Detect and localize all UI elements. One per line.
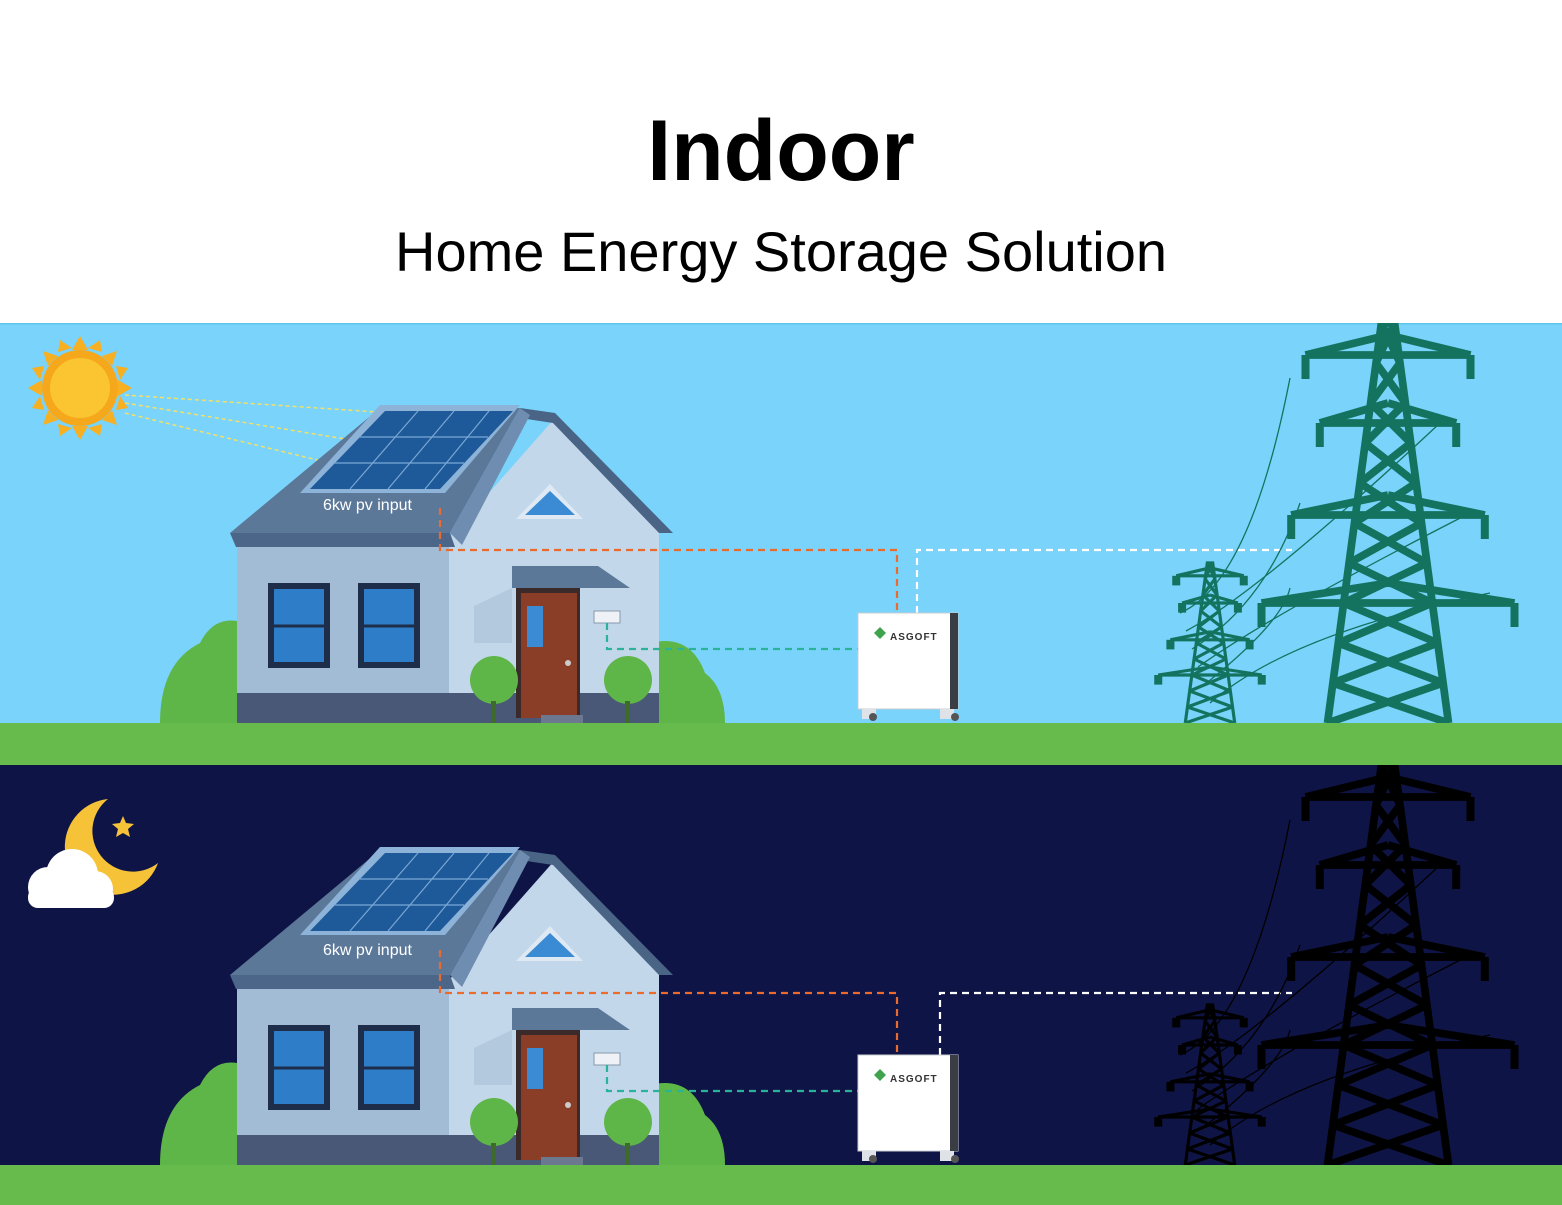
connection-lines [438,950,1292,1093]
day-ground [0,723,1562,765]
night-scene: 6kw pv input ASGOFT [0,765,1562,1205]
battery-unit [857,1054,959,1163]
house [160,847,725,1165]
power-towers [1154,323,1519,727]
battery-brand: ASGOFT [890,1074,938,1085]
sunlight-rays [124,394,393,469]
pv-input-label: 6kw pv input [323,942,412,959]
battery-unit [857,612,959,721]
night-ground [0,1165,1562,1205]
power-towers [1154,765,1519,1169]
day-scene: 6kw pv input ASGOFT [0,323,1562,765]
day-illustration [0,323,1562,765]
page-title: Indoor [647,103,915,199]
night-illustration [0,765,1562,1205]
sun-icon [28,336,132,440]
house [160,405,725,723]
header: Indoor Home Energy Storage Solution [0,0,1562,323]
pv-input-label: 6kw pv input [323,497,412,514]
battery-brand: ASGOFT [890,632,938,643]
connection-lines [438,508,1292,651]
page-subtitle: Home Energy Storage Solution [395,220,1167,283]
moon-cloud-icon [28,799,158,908]
